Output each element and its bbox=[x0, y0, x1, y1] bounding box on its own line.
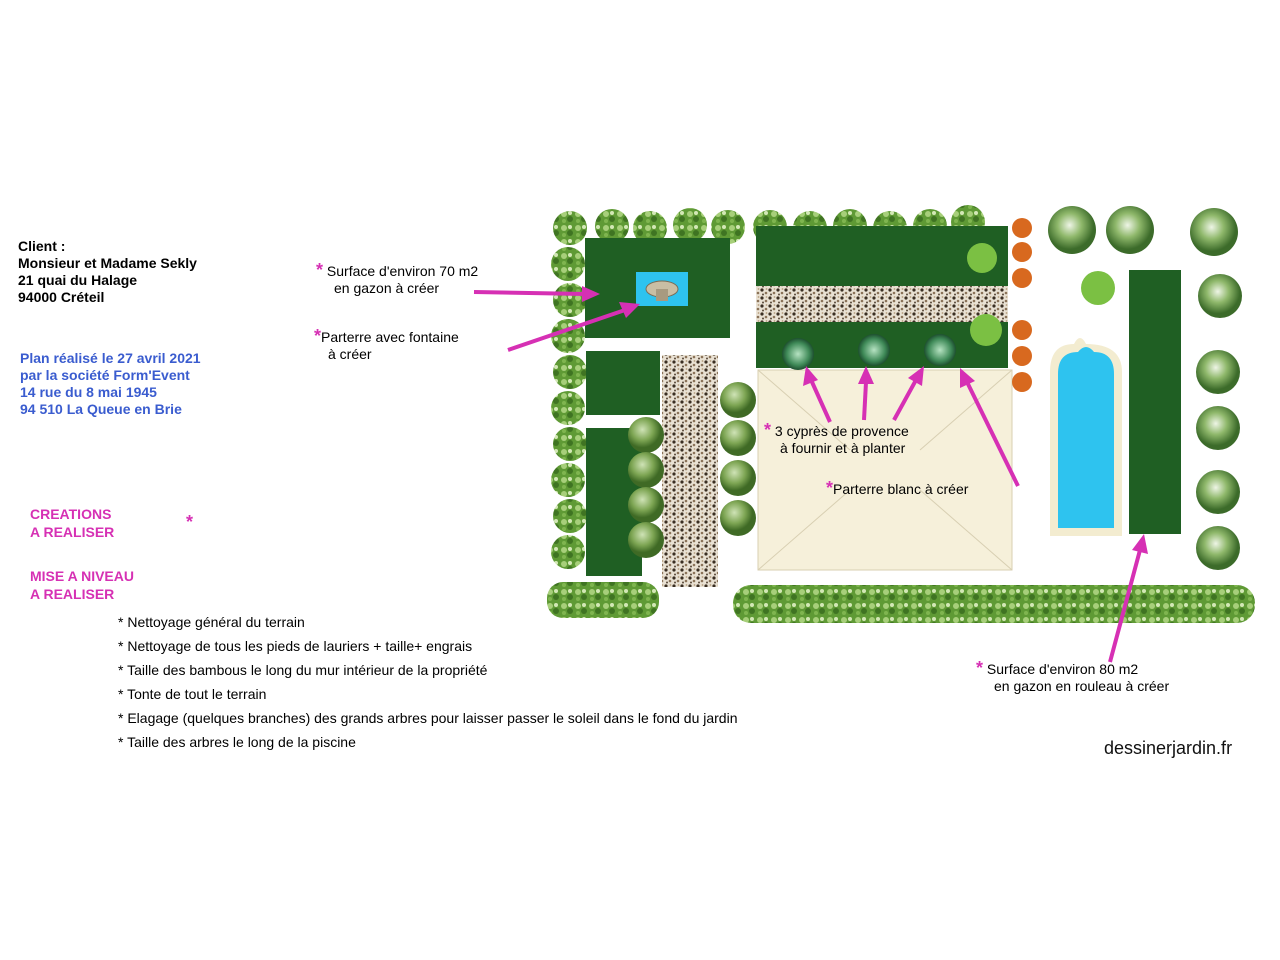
site-credit: dessinerjardin.fr bbox=[1104, 738, 1233, 758]
annotation-star: * bbox=[316, 260, 324, 280]
task-item: * Tonte de tout le terrain bbox=[118, 686, 267, 702]
client-city: 94000 Créteil bbox=[18, 289, 105, 305]
company-line-2: par la société Form'Event bbox=[20, 367, 190, 383]
left-hedge bbox=[551, 211, 587, 569]
annotation-fountain-line-2: à créer bbox=[328, 346, 372, 362]
legend-creations-star: * bbox=[186, 512, 194, 532]
central-lawn-top bbox=[756, 226, 1008, 286]
task-item: * Nettoyage de tous les pieds de laurier… bbox=[118, 638, 473, 654]
company-line-4: 94 510 La Queue en Brie bbox=[20, 401, 182, 417]
annotation-star: * bbox=[826, 478, 834, 498]
annotation-lawn80-line-1: Surface d'environ 80 m2 bbox=[986, 661, 1139, 677]
legend-creations: CREATIONS A REALISER bbox=[30, 505, 114, 541]
legend-creations-line-2: A REALISER bbox=[30, 524, 115, 540]
left-lawn-1 bbox=[586, 351, 660, 415]
fountain-base bbox=[656, 289, 668, 301]
task-item: * Taille des bambous le long du mur inté… bbox=[118, 662, 488, 678]
company-line-1: Plan réalisé le 27 avril 2021 bbox=[20, 350, 201, 366]
annotation-fountain: *Parterre avec fontaine à créer bbox=[314, 326, 459, 363]
annotation-lawn-80: * Surface d'environ 80 m2 en gazon en ro… bbox=[976, 658, 1170, 695]
annotation-white-bed: *Parterre blanc à créer bbox=[826, 478, 969, 498]
annotation-fountain-line-1: Parterre avec fontaine bbox=[321, 329, 459, 345]
annotation-lawn80-line-2: en gazon en rouleau à créer bbox=[994, 678, 1170, 694]
right-trees bbox=[1048, 206, 1242, 570]
annotation-lawn70-line-1: Surface d'environ 70 m2 bbox=[326, 263, 479, 279]
bottom-long-hedge bbox=[733, 585, 1255, 623]
orange-shrubs bbox=[1012, 218, 1032, 392]
path-shrubs bbox=[628, 382, 756, 558]
annotation-star: * bbox=[314, 326, 322, 346]
annotation-lawn-70: * Surface d'environ 70 m2 en gazon à cré… bbox=[316, 260, 479, 297]
task-list: * Nettoyage général du terrain * Nettoya… bbox=[118, 614, 758, 758]
task-item: * Nettoyage général du terrain bbox=[118, 614, 305, 630]
annotation-star: * bbox=[976, 658, 984, 678]
annotation-cypress-line-1: 3 cyprès de provence bbox=[774, 423, 909, 439]
client-street: 21 quai du Halage bbox=[18, 272, 138, 288]
swimming-pool bbox=[1050, 338, 1122, 536]
company-line-3: 14 rue du 8 mai 1945 bbox=[20, 384, 157, 400]
right-lawn-strip bbox=[1129, 270, 1181, 534]
task-item: * Taille des arbres le long de la piscin… bbox=[118, 734, 356, 750]
legend-upgrade: MISE A NIVEAU A REALISER bbox=[30, 567, 134, 603]
client-info: Client : Monsieur et Madame Sekly 21 qua… bbox=[18, 238, 197, 306]
annotation-cypress: * 3 cyprès de provence à fournir et à pl… bbox=[764, 420, 909, 457]
annotation-lawn70-line-2: en gazon à créer bbox=[334, 280, 440, 296]
annotation-white-bed-text: Parterre blanc à créer bbox=[833, 481, 969, 497]
annotation-arrows bbox=[473, 286, 1148, 663]
gravel-band bbox=[756, 286, 1008, 322]
legend-creations-line-1: CREATIONS bbox=[30, 506, 112, 522]
bottom-left-hedge bbox=[547, 582, 659, 618]
cypress-trees bbox=[782, 334, 956, 370]
task-item: * Elagage (quelques branches) des grands… bbox=[118, 710, 738, 726]
company-info: Plan réalisé le 27 avril 2021 par la soc… bbox=[20, 350, 201, 418]
annotation-cypress-line-2: à fournir et à planter bbox=[780, 440, 906, 456]
legend-upgrade-line-1: MISE A NIVEAU bbox=[30, 568, 134, 584]
client-heading: Client : bbox=[18, 238, 66, 254]
legend-upgrade-line-2: A REALISER bbox=[30, 586, 115, 602]
accent-plants bbox=[967, 243, 1115, 346]
gravel-path-vertical bbox=[662, 355, 718, 587]
client-name: Monsieur et Madame Sekly bbox=[18, 255, 197, 271]
annotation-star: * bbox=[764, 420, 772, 440]
